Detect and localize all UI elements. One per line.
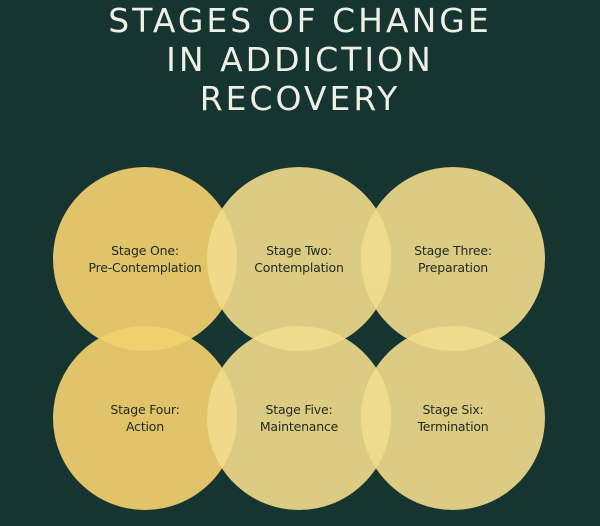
stage-three-label: Stage Three: Preparation (361, 242, 545, 276)
stage-one-title: Stage One: (111, 243, 179, 258)
stage-six-circle (361, 326, 545, 510)
title-line-3: RECOVERY (199, 79, 401, 118)
stage-six-name: Termination (417, 419, 489, 434)
stage-six-title: Stage Six: (422, 402, 484, 417)
stage-one-label: Stage One: Pre-Contemplation (53, 242, 237, 276)
stage-two-name: Contemplation (254, 260, 344, 275)
stage-four-circle (53, 326, 237, 510)
stage-three-circle (361, 167, 545, 351)
stage-three-title: Stage Three: (414, 243, 492, 258)
stage-five-circle (207, 326, 391, 510)
title-line-1: STAGES OF CHANGE (108, 1, 492, 40)
stage-two-title: Stage Two: (266, 243, 332, 258)
stage-five-name: Maintenance (259, 419, 339, 434)
stage-four-label: Stage Four: Action (53, 401, 237, 435)
stage-four-name: Action (126, 419, 164, 434)
stage-six-label: Stage Six: Termination (361, 401, 545, 435)
stage-four-title: Stage Four: (110, 402, 180, 417)
stage-one-name: Pre-Contemplation (88, 260, 202, 275)
stage-one-circle (53, 167, 237, 351)
stage-five-label: Stage Five: Maintenance (207, 401, 391, 435)
stage-three-name: Preparation (417, 260, 488, 275)
stage-five-title: Stage Five: (265, 402, 333, 417)
title-line-2: IN ADDICTION (166, 40, 434, 79)
stage-two-circle (207, 167, 391, 351)
stage-two-label: Stage Two: Contemplation (207, 242, 391, 276)
